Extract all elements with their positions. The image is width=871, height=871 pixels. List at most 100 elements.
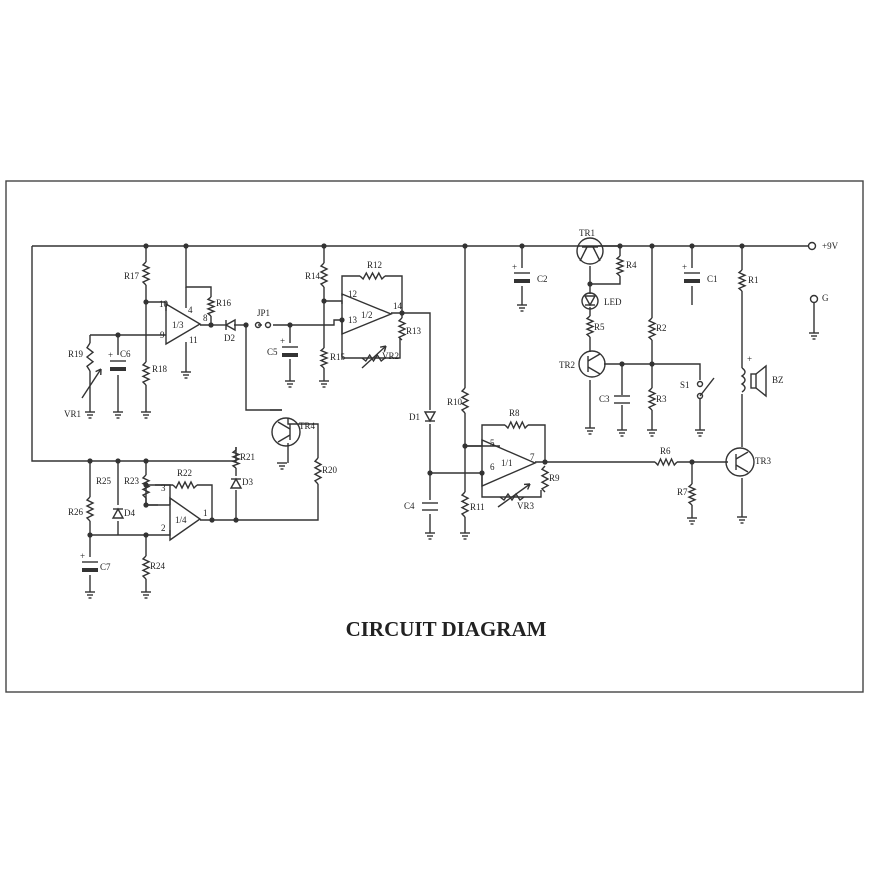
- label-r7: R7: [677, 487, 688, 497]
- switch-lever: [699, 377, 715, 397]
- labels: TR1TR2TR3TR4R1R2R3R4R5R6R7R8R9R10R11R12R…: [64, 228, 839, 641]
- label-r9: R9: [549, 473, 560, 483]
- ground-symbol: [181, 371, 191, 379]
- diode-led: [583, 295, 597, 307]
- resistor-r8: [504, 420, 529, 430]
- switch-contact: [696, 380, 704, 388]
- ground-symbol: [460, 532, 470, 540]
- ground-symbol: [517, 304, 527, 312]
- resistor-r14: [319, 262, 329, 288]
- jumper-pin: [254, 321, 262, 329]
- resistor-r22: [172, 480, 198, 490]
- label-r3: R3: [656, 394, 667, 404]
- label-vr1: VR1: [64, 409, 81, 419]
- junction-dot: [87, 532, 93, 538]
- trim-arrow: [361, 345, 387, 369]
- label-r10: R10: [447, 397, 463, 407]
- label-r8: R8: [509, 408, 520, 418]
- junction-dot: [689, 459, 695, 465]
- junction-dot: [287, 322, 293, 328]
- ground-symbol: [85, 591, 95, 599]
- capacitor-c5: +: [280, 336, 298, 357]
- opamp-u1: [481, 438, 537, 488]
- resistor-r5: [585, 315, 595, 338]
- label-r6: R6: [660, 446, 671, 456]
- resistor-r20: [313, 457, 323, 485]
- resistor-r12: [359, 271, 386, 281]
- junction-dot: [243, 322, 249, 328]
- resistor-r6: [654, 457, 678, 467]
- junction-dot: [143, 532, 149, 538]
- junction-dot: [619, 361, 625, 367]
- junction-dot: [519, 243, 525, 249]
- supply-ground-label: G: [822, 293, 829, 303]
- pin-11: 11: [189, 335, 198, 345]
- transistor-tr4: [271, 417, 301, 447]
- label-tr4: TR4: [299, 421, 316, 431]
- junction-dot: [339, 317, 345, 323]
- trim-arrowhead: [523, 483, 531, 490]
- pin-8: 8: [203, 313, 208, 323]
- junction-dot: [399, 310, 405, 316]
- ground-symbol: [141, 411, 151, 419]
- label-c3: C3: [599, 394, 610, 404]
- trim-arrow: [81, 368, 102, 399]
- pin-14: 14: [393, 301, 403, 311]
- resistor-r2: [647, 317, 657, 341]
- junction-dot: [143, 458, 149, 464]
- led-body: [581, 292, 599, 310]
- capacitor-c4: [422, 502, 438, 511]
- label-r26: R26: [68, 507, 84, 517]
- ground-symbol: [585, 427, 595, 435]
- potentiometer-r19: [85, 342, 95, 372]
- label-r1: R1: [748, 275, 759, 285]
- transistor-tr1: [576, 237, 604, 265]
- opamp-label-u2: 1/2: [361, 310, 373, 320]
- polarity-plus: +: [682, 262, 687, 272]
- polarity-plus: +: [280, 336, 285, 346]
- label-r25: R25: [96, 476, 112, 486]
- capacitor-c2: +: [512, 262, 530, 283]
- trim-arrow: [497, 483, 531, 508]
- ground-symbol: [319, 380, 329, 388]
- ground-symbol: [687, 517, 697, 525]
- pin-9: 9: [160, 330, 165, 340]
- potentiometer-vr2: [361, 353, 386, 363]
- label-c6: C6: [120, 349, 131, 359]
- label-c2: C2: [537, 274, 548, 284]
- junction-dot: [143, 482, 149, 488]
- switch-contact: [696, 392, 704, 400]
- pin-13: 13: [348, 315, 358, 325]
- resistor-r18: [141, 361, 151, 386]
- label-vr2: VR2: [382, 351, 399, 361]
- pin-1: 1: [203, 508, 208, 518]
- resistor-r25: [85, 496, 95, 522]
- label-led: LED: [604, 297, 622, 307]
- diode-d2: [224, 318, 236, 332]
- label-r18: R18: [152, 364, 168, 374]
- junction-dot: [321, 298, 327, 304]
- capacitor-c7: +: [80, 551, 98, 572]
- label-r4: R4: [626, 260, 637, 270]
- label-r16: R16: [216, 298, 232, 308]
- diagram-frame: [5, 180, 864, 693]
- resistor-r13: [397, 317, 407, 341]
- jumper-pin: [264, 321, 272, 329]
- label-jp1: JP1: [257, 308, 270, 318]
- resistor-r17: [141, 261, 151, 286]
- transistor-tr3: [725, 447, 755, 477]
- pin-12: 12: [348, 289, 357, 299]
- pin-4: 4: [188, 305, 193, 315]
- diode-d1: [423, 411, 437, 423]
- polarity-plus: +: [80, 551, 85, 561]
- junction-dot: [649, 243, 655, 249]
- label-d2: D2: [224, 333, 235, 343]
- ground-symbol: [809, 332, 819, 340]
- junction-dot: [143, 243, 149, 249]
- components: ++++++: [80, 237, 819, 599]
- ground-symbol: [617, 429, 627, 437]
- ground-symbol: [285, 380, 295, 388]
- opamp-u3: [165, 302, 202, 346]
- label-r5: R5: [594, 322, 605, 332]
